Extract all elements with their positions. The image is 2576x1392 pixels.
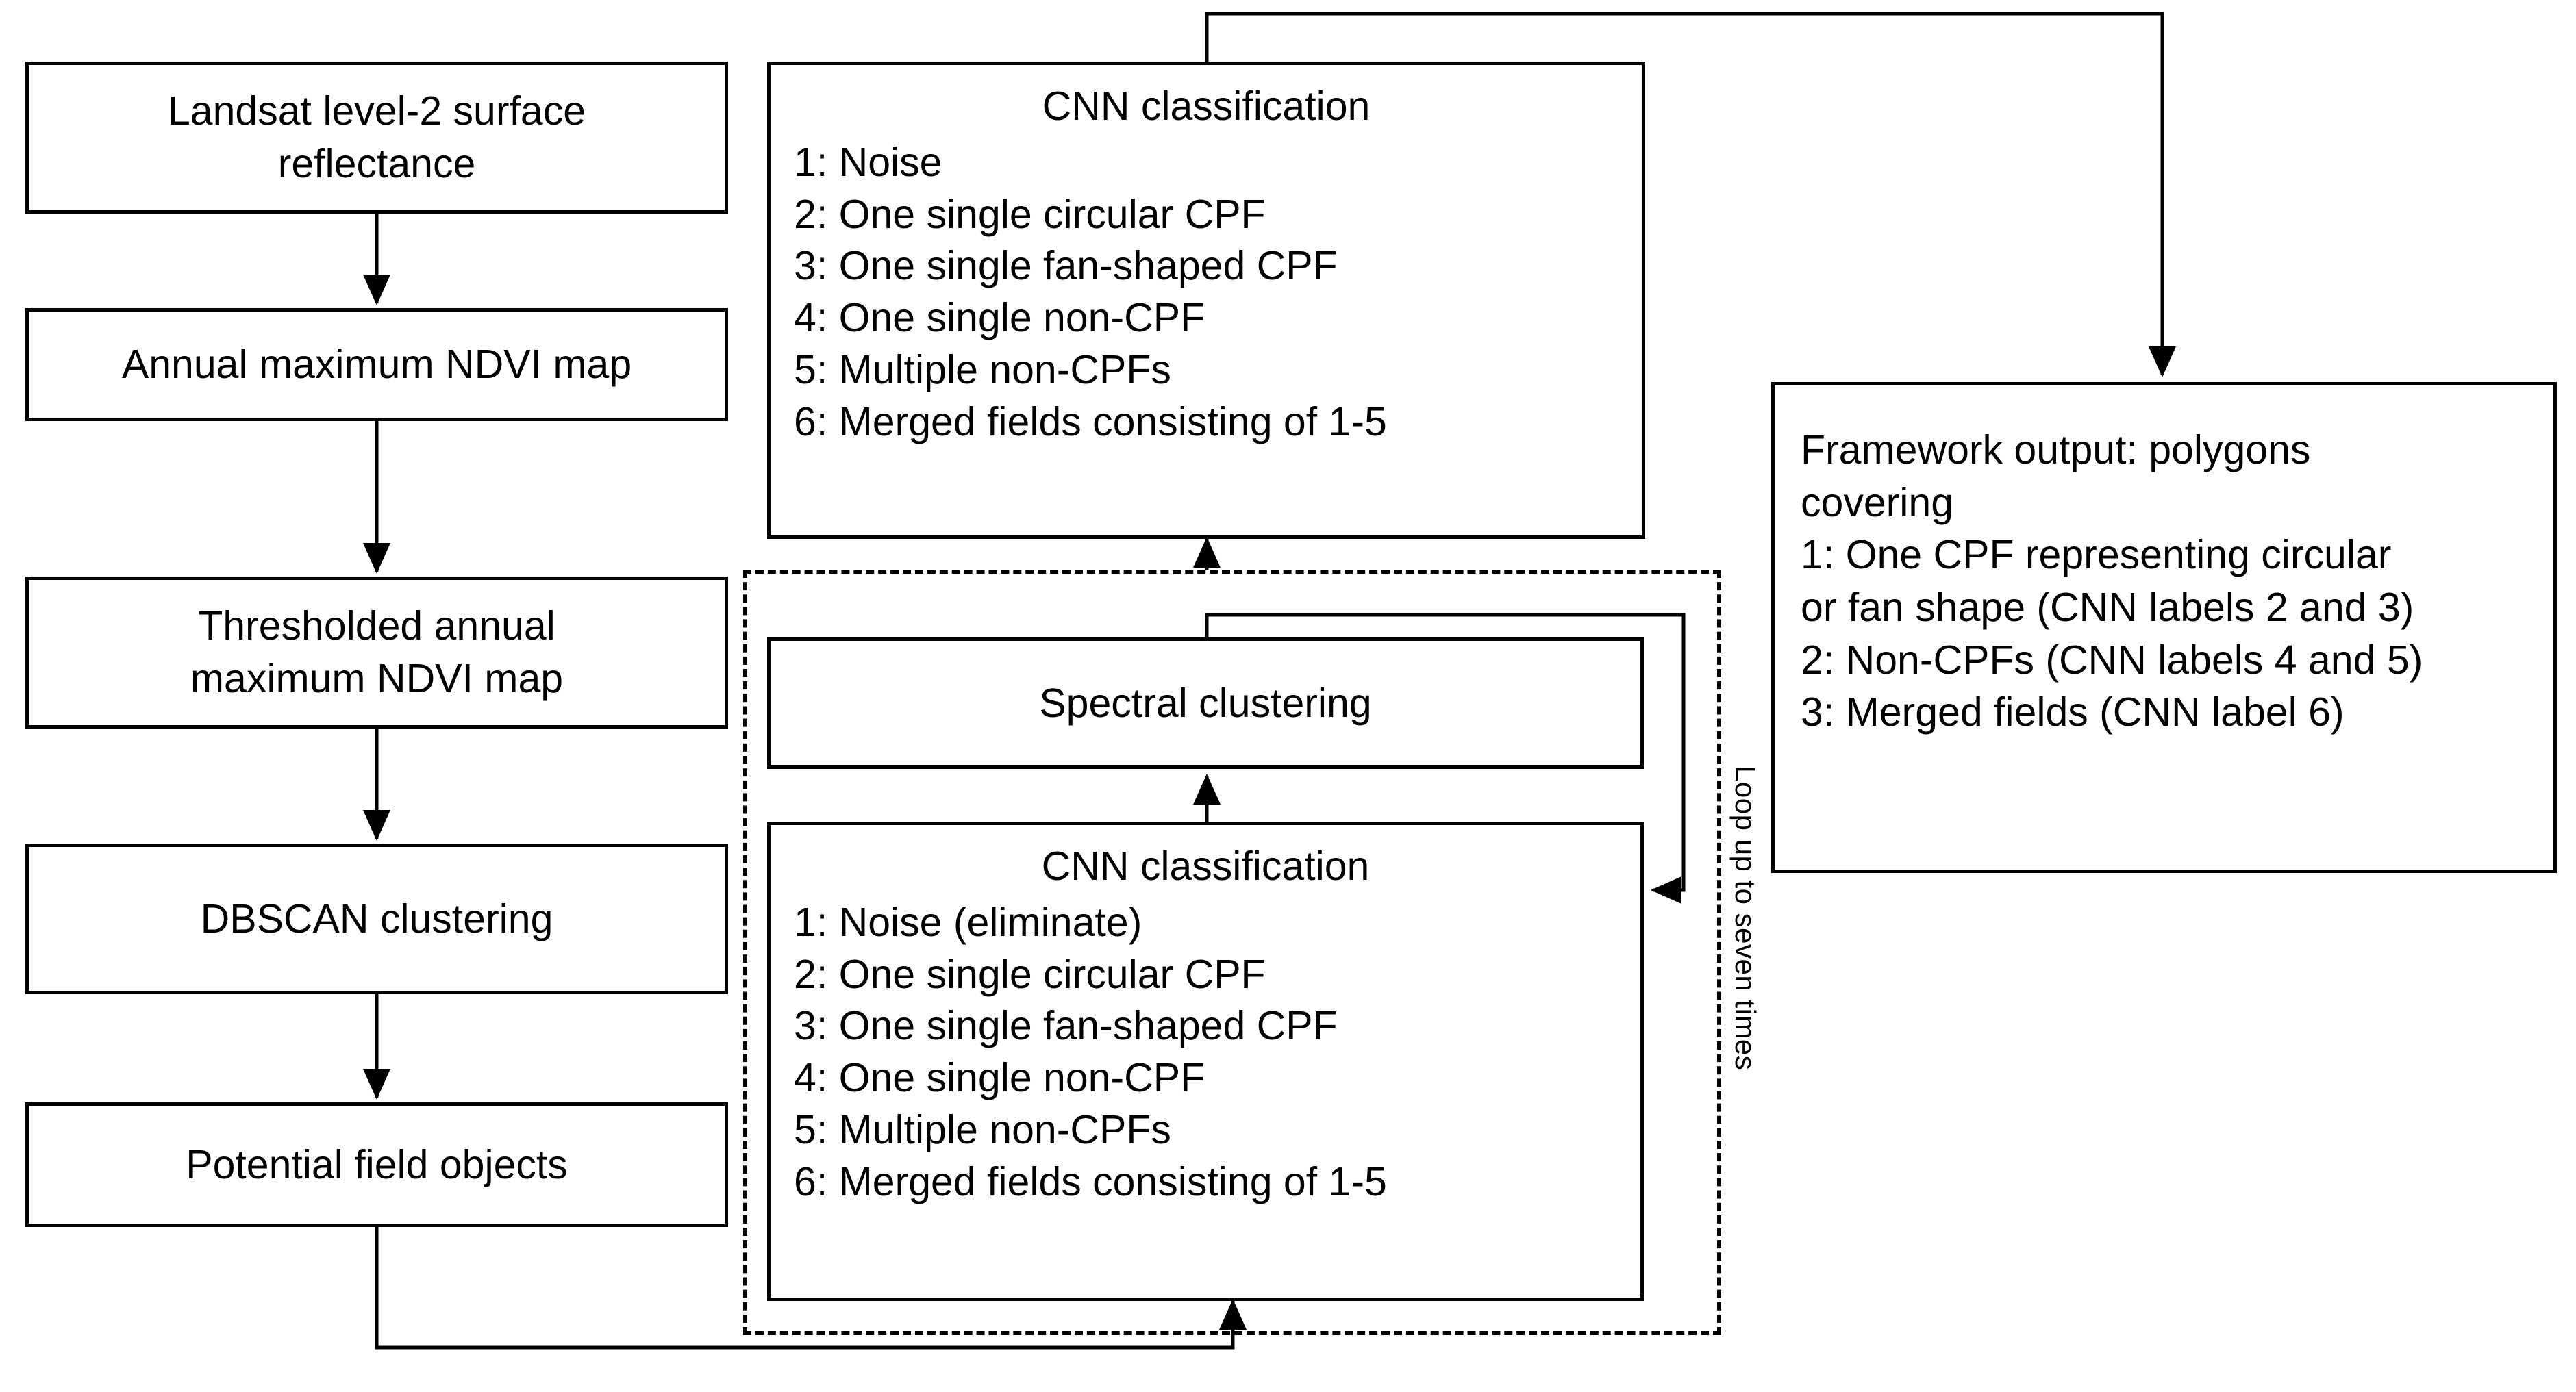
framework-output-line-list: Framework output: polygons covering 1: O… (1801, 424, 2527, 739)
loop-group-dashed-boundary (743, 570, 1721, 1335)
node-potential-field-objects[interactable]: Potential field objects (25, 1102, 728, 1227)
framework-output-line-1: Framework output: polygons (1801, 427, 2311, 472)
cnn-bottom-item-list: 1: Noise (eliminate) 2: One single circu… (794, 897, 1617, 1208)
cnn-top-item-list: 1: Noise 2: One single circular CPF 3: O… (794, 137, 1618, 448)
framework-output-line-4: or fan shape (CNN labels 2 and 3) (1801, 585, 2414, 631)
node-landsat-surface-reflectance[interactable]: Landsat level-2 surface reflectance (25, 62, 728, 214)
cnn-bottom-item-5: 5: Multiple non-CPFs (794, 1106, 1171, 1152)
cnn-bottom-item-2: 2: One single circular CPF (794, 951, 1266, 997)
cnn-top-item-1: 1: Noise (794, 139, 942, 185)
node-spectral-label: Spectral clustering (1039, 680, 1372, 726)
cnn-bottom-item-4: 4: One single non-CPF (794, 1055, 1205, 1101)
cnn-bottom-title: CNN classification (1041, 844, 1370, 889)
node-dbscan-clustering[interactable]: DBSCAN clustering (25, 844, 728, 994)
framework-output-line-5: 2: Non-CPFs (CNN labels 4 and 5) (1801, 637, 2423, 683)
cnn-bottom-item-6: 6: Merged fields consisting of 1-5 (794, 1159, 1387, 1204)
cnn-top-item-2: 2: One single circular CPF (794, 191, 1266, 237)
node-thresholded-ndvi-label: Thresholded annual maximum NDVI map (190, 603, 564, 701)
node-cnn-classification-bottom[interactable]: CNN classification 1: Noise (eliminate) … (767, 822, 1644, 1301)
framework-output-line-3: 1: One CPF representing circular (1801, 532, 2392, 578)
node-landsat-label: Landsat level-2 surface reflectance (167, 88, 586, 186)
edge-spectral-loop-back-to-cnn-bottom (1205, 613, 1686, 904)
cnn-bottom-item-3: 3: One single fan-shaped CPF (794, 1003, 1338, 1049)
cnn-top-item-6: 6: Merged fields consisting of 1-5 (794, 398, 1387, 444)
node-spectral-clustering[interactable]: Spectral clustering (767, 637, 1644, 769)
edge-cnn-top-to-framework-output (1205, 12, 2176, 378)
cnn-top-item-3: 3: One single fan-shaped CPF (794, 243, 1338, 289)
cnn-top-title: CNN classification (1042, 84, 1371, 129)
node-potential-objects-label: Potential field objects (186, 1141, 568, 1187)
node-annual-ndvi-label: Annual maximum NDVI map (121, 342, 632, 388)
cnn-top-item-5: 5: Multiple non-CPFs (794, 346, 1171, 392)
framework-output-line-2: covering (1801, 479, 1954, 525)
node-annual-maximum-ndvi-map[interactable]: Annual maximum NDVI map (25, 308, 728, 421)
loop-label: Loop up to seven times (1729, 765, 1762, 1071)
node-cnn-classification-top[interactable]: CNN classification 1: Noise 2: One singl… (767, 62, 1645, 539)
cnn-top-item-4: 4: One single non-CPF (794, 295, 1205, 341)
node-framework-output[interactable]: Framework output: polygons covering 1: O… (1771, 382, 2557, 873)
node-dbscan-label: DBSCAN clustering (200, 896, 553, 941)
cnn-bottom-item-1: 1: Noise (eliminate) (794, 899, 1142, 945)
node-thresholded-annual-maximum-ndvi-map[interactable]: Thresholded annual maximum NDVI map (25, 577, 728, 729)
edge-potential-objects-to-loop-block (375, 1227, 1247, 1350)
framework-output-line-6: 3: Merged fields (CNN label 6) (1801, 689, 2344, 735)
